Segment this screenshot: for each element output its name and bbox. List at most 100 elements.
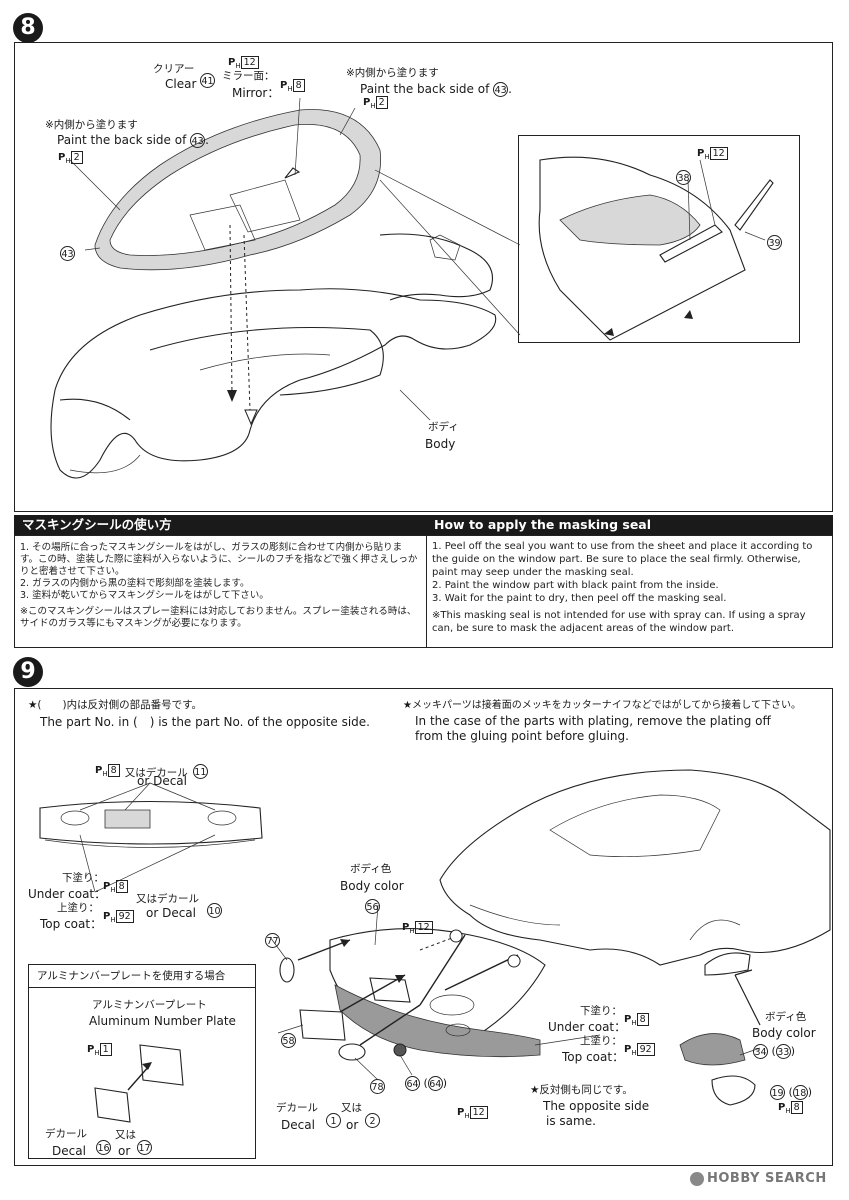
rear2-decal-or-en: or Decal: [146, 906, 196, 920]
rear-decal-or-jp: 又はデカール: [124, 767, 188, 779]
front-undercoat-en: Under coat：: [548, 1020, 627, 1034]
masking-jp-item-3: 3. 塗料が乾いてからマスキングシールをはがして下さい。: [20, 590, 269, 601]
mirror-label-en: Mirror：: [232, 86, 280, 100]
part-19-18-markers: 19 (18): [770, 1085, 813, 1100]
clear-label-jp: クリアー: [153, 63, 195, 75]
plating-note-jp: ★メッキパーツは接着面のメッキをカッターナイフなどではがしてから接着して下さい。: [403, 700, 801, 711]
front-undercoat-jp: 下塗り：: [580, 1005, 622, 1017]
masking-jp-note: ※このマスキングシールはスプレー塗料には対応しておりません。スプレー塗装される時…: [20, 606, 417, 629]
aluminum-box-divider: [28, 987, 256, 988]
step8-panel: [14, 42, 833, 512]
box-decal-en: Decal: [52, 1144, 86, 1158]
inside-note-jp-right: ※内側から塗ります: [346, 67, 439, 79]
step9-badge: 9: [13, 657, 43, 687]
front-decal-en: Decal: [281, 1118, 315, 1132]
opposite-same-en-1: The opposite side: [543, 1099, 650, 1113]
watermark-logo-icon: [690, 1171, 704, 1186]
front-topcoat-jp: 上塗り：: [580, 1035, 622, 1047]
step9-panel: [14, 688, 833, 1166]
undercoat-en: Under coat：: [28, 887, 107, 901]
masking-en-item-3: 3. Wait for the paint to dry, then peel …: [432, 593, 727, 604]
masking-title-jp: マスキングシールの使い方: [14, 515, 426, 535]
body-color-jp-top: ボディ色: [350, 863, 392, 875]
inset-part-39: 39: [767, 232, 782, 251]
topcoat-jp: 上塗り：: [57, 902, 99, 914]
rear2-decal-or-jp: 又はデカール: [136, 893, 199, 905]
step8-badge: 8: [13, 13, 43, 43]
masking-en-note: ※This masking seal is not intended for u…: [432, 610, 806, 634]
masking-jp-instructions: 1. その場所に合ったマスキングシールをはがし、ガラスの彫刻に合わせて内側から貼…: [20, 542, 420, 630]
undercoat-jp: 下塗り：: [62, 872, 104, 884]
opposite-note-jp: ★( )内は反対側の部品番号です。: [28, 699, 203, 711]
mirror-body-color-en: Body color: [752, 1026, 816, 1040]
front-topcoat-en: Top coat：: [562, 1050, 625, 1064]
box-decal-jp: デカール: [45, 1128, 87, 1140]
masking-en-item-1: 1. Peel off the seal you want to use fro…: [432, 541, 813, 578]
part-78-marker: 78: [370, 1076, 385, 1095]
mirror-label-jp: ミラー面：: [222, 70, 275, 82]
mirror-body-color-jp: ボディ色: [765, 1011, 807, 1023]
part-58-marker: 58: [281, 1030, 296, 1049]
box-or-jp: 又は: [115, 1129, 136, 1141]
inside-note-en-left: Paint the back side of 43.: [57, 133, 209, 148]
body-label-en: Body: [425, 437, 456, 451]
part-43-marker-left: 43: [60, 243, 75, 262]
aluminum-plate-box: [28, 964, 256, 1159]
part-34-33-markers: 34 (33): [753, 1044, 796, 1059]
masking-title-en: How to apply the masking seal: [426, 515, 833, 535]
aluminum-plate-en: Aluminum Number Plate: [89, 1014, 236, 1028]
masking-en-instructions: 1. Peel off the seal you want to use fro…: [432, 540, 828, 635]
part-11-marker: 11: [192, 764, 208, 779]
body-color-en-top: Body color: [340, 879, 404, 893]
topcoat-en: Top coat：: [40, 917, 103, 931]
front-or-jp: 又は: [341, 1102, 362, 1114]
opposite-same-en-2: is same.: [546, 1114, 596, 1128]
part-2-marker: 2: [365, 1110, 380, 1129]
aluminum-plate-jp: アルミナンバープレート: [92, 999, 207, 1011]
hobby-search-watermark: HOBBY SEARCH: [690, 1171, 827, 1186]
part-16-marker: 16: [96, 1137, 111, 1156]
part-41-marker: 41: [200, 70, 215, 89]
plating-note-en-2: from the gluing point before gluing.: [415, 729, 629, 743]
plating-note-en-1: In the case of the parts with plating, r…: [415, 714, 771, 728]
part-77-marker: 77: [265, 930, 280, 949]
step8-zoom-inset: [518, 135, 800, 343]
masking-divider: [426, 535, 427, 648]
part-56-marker: 56: [365, 896, 380, 915]
step8-body-drawing: [50, 97, 521, 479]
box-or-en: or: [118, 1144, 131, 1158]
inside-note-en-right: Paint the back side of 43.: [360, 82, 512, 97]
step8-inset-drawing: [538, 156, 774, 341]
part-17-marker: 17: [137, 1137, 152, 1156]
masking-body-frame: [14, 535, 833, 648]
part-10-marker: 10: [207, 900, 222, 919]
part-64-markers: 64 (64): [405, 1076, 448, 1091]
inset-part-38: 38: [676, 167, 691, 186]
masking-jp-item-1: 1. その場所に合ったマスキングシールをはがし、ガラスの彫刻に合わせて内側から貼…: [20, 542, 418, 577]
opposite-same-jp: ★反対側も同じです。: [530, 1084, 633, 1096]
body-label-jp: ボディ: [428, 421, 459, 433]
clear-label-en: Clear: [165, 77, 197, 91]
inside-note-jp-left: ※内側から塗ります: [45, 119, 138, 131]
front-or-en: or: [346, 1118, 359, 1132]
front-decal-jp: デカール: [276, 1102, 318, 1114]
part-1-marker: 1: [326, 1110, 341, 1129]
rear-decal-or-en: or Decal: [137, 774, 187, 788]
masking-jp-item-2: 2. ガラスの内側から黒の塗料で彫刻部を塗装します。: [20, 578, 250, 589]
opposite-note-en: The part No. in ( ) is the part No. of t…: [40, 715, 370, 729]
